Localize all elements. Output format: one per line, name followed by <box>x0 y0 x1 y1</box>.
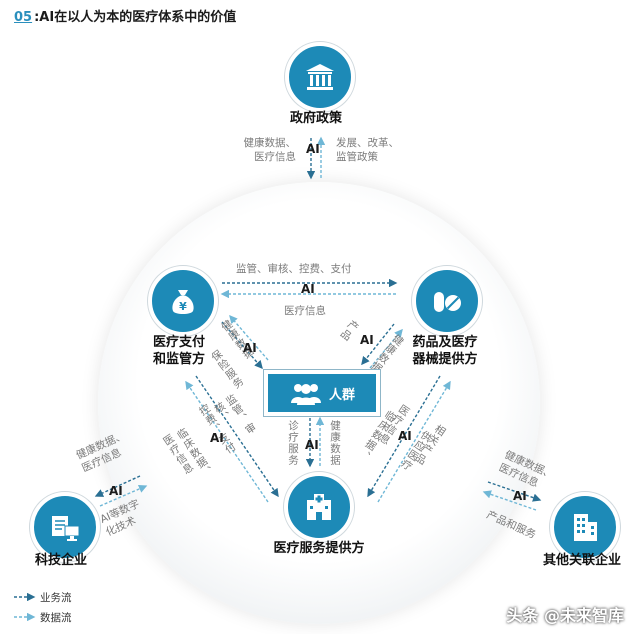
gov-left-flow: 健康数据、 医疗信息 <box>238 136 297 164</box>
payer-provider-ai-label: AI <box>210 431 224 445</box>
hospital-icon <box>307 494 331 520</box>
pill-capsule-icon <box>434 292 461 312</box>
tech-label: 科技企业 <box>34 553 87 568</box>
other-label: 其他关联企业 <box>542 553 621 568</box>
money-bag-icon: ¥ <box>172 290 194 314</box>
top-bottom-flow-label: 医疗信息 <box>284 305 326 317</box>
pharma-crowd-ai-label: AI <box>360 333 374 347</box>
pharma-label: 药品及医疗 器械提供方 <box>398 334 492 368</box>
provider-label: 医疗服务提供方 <box>273 541 365 556</box>
top-flow-label: 监管、审核、控费、支付 <box>236 263 352 275</box>
crowd-provider-ai-label: AI <box>305 438 319 452</box>
legend-business: 业务流 <box>40 592 72 604</box>
payer-label: 医疗支付 和监管方 <box>140 334 218 368</box>
other-node <box>550 492 620 562</box>
crowd-label: 人群 <box>328 387 355 403</box>
other-ai-label: AI <box>513 489 527 503</box>
gov-right-line1: 发展、改革、 <box>336 137 399 149</box>
payer-crowd-ai-label: AI <box>243 341 257 355</box>
government-label: 政府政策 <box>289 111 342 126</box>
pharma-provider-ai-label: AI <box>398 429 412 443</box>
people-group-icon <box>290 384 321 405</box>
svg-text:¥: ¥ <box>179 300 187 313</box>
gov-right-line2: 监管政策 <box>336 151 378 163</box>
tech-ai-label: AI <box>109 484 123 498</box>
gov-left-line2: 医疗信息 <box>254 151 296 163</box>
payer-label-line2: 和监管方 <box>152 352 205 367</box>
watermark: 头条 @未来智库 <box>506 606 624 625</box>
crowd-box: 人群 <box>264 370 380 416</box>
pharma-node <box>412 266 482 336</box>
gov-ai-label: AI <box>306 142 320 156</box>
title-text: :AI在以人为本的医疗体系中的价值 <box>34 10 237 25</box>
office-building-icon <box>574 514 597 541</box>
crowd-provider-flow-b: 健康数据 <box>329 420 341 466</box>
pharma-label-line2: 器械提供方 <box>412 352 478 367</box>
legend-data: 数据流 <box>40 612 72 624</box>
payer-label-line1: 医疗支付 <box>152 335 205 350</box>
computer-document-icon <box>52 516 80 541</box>
page-title: 05:AI在以人为本的医疗体系中的价值 <box>14 6 236 25</box>
tech-node <box>30 492 100 562</box>
gov-right-flow: 发展、改革、 监管政策 <box>336 136 399 164</box>
gov-left-line1: 健康数据、 <box>243 137 297 149</box>
provider-node <box>284 472 354 542</box>
top-ai-label: AI <box>301 282 315 296</box>
government-building-icon <box>306 64 334 90</box>
crowd-provider-flow-a: 诊疗服务 <box>287 420 299 466</box>
government-node <box>285 42 355 112</box>
pharma-label-line1: 药品及医疗 <box>412 335 478 350</box>
section-number: 05 <box>14 10 33 25</box>
payer-node: ¥ <box>148 266 218 336</box>
